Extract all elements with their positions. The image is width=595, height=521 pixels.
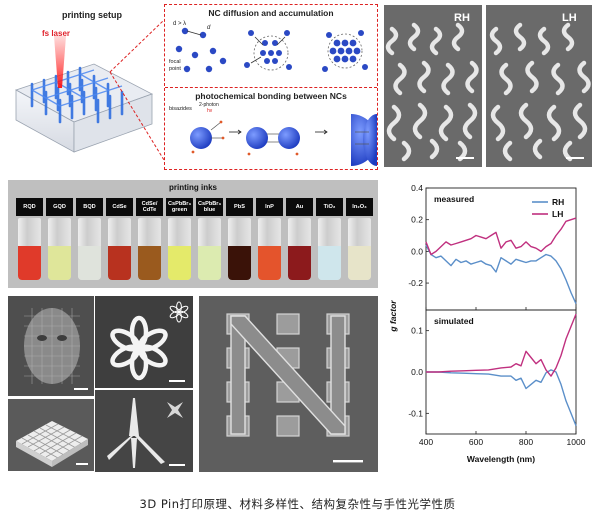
ink-vial-label: GQD <box>46 198 73 216</box>
hv-label: hν <box>207 108 213 114</box>
simulated-ytick-label: 0.1 <box>411 326 423 336</box>
nc-bonding-title: photochemical bonding between NCs <box>195 91 347 101</box>
figure-caption: 3D Pin打印原理、材料多样性、结构复杂性与手性光学性质 <box>139 497 456 511</box>
tetrapod-illustration <box>95 390 193 472</box>
nc-bonding-illustration: bisazides 2-photon hν <box>169 102 377 166</box>
d-label: d <box>207 25 211 31</box>
ink-vial-label: RQD <box>16 198 43 216</box>
rh-helix-array-illustration <box>384 5 482 167</box>
sem-woodpile-structure <box>8 399 94 471</box>
printing-setup-title: printing setup <box>62 10 122 20</box>
ink-vial: CdSe/ CdTe <box>136 194 163 284</box>
nc-diffusion-title: NC diffusion and accumulation <box>208 8 334 18</box>
vial-liquid <box>318 246 341 280</box>
vial-liquid <box>138 246 161 280</box>
ink-vial-label: InP <box>256 198 283 216</box>
sem-face-structure <box>8 296 94 396</box>
legend-rh-label: RH <box>552 197 564 207</box>
ink-vial-label: BQD <box>76 198 103 216</box>
vial-liquid <box>198 246 221 280</box>
measured-ytick-label: -0.2 <box>408 278 423 288</box>
ink-vial-label: Au <box>286 198 313 216</box>
laser-beam <box>54 36 66 88</box>
ink-vial-label: CdSe <box>106 198 133 216</box>
printing-inks-title: printing inks <box>169 183 217 192</box>
point-label: point <box>169 66 181 72</box>
ink-vial-label: CsPbBr₃ blue <box>196 198 223 216</box>
vial-liquid <box>18 246 41 280</box>
xtick-label: 1000 <box>567 437 586 447</box>
sem-tetrapod-structure <box>95 390 193 472</box>
ink-vial: InP <box>256 194 283 284</box>
ink-vial: CdSe <box>106 194 133 284</box>
lh-helix-array-illustration <box>486 5 592 167</box>
ink-vial-label: PbS <box>226 198 253 216</box>
measured-series-lh <box>425 217 577 256</box>
face-lattice-illustration <box>8 296 94 396</box>
vial-liquid <box>348 246 371 280</box>
ink-vial: TiO₂ <box>316 194 343 284</box>
fs-laser-label: fs laser <box>42 29 71 38</box>
ink-vial: RQD <box>16 194 43 284</box>
vial-liquid <box>48 246 71 280</box>
vial-liquid <box>78 246 101 280</box>
vial-liquid <box>258 246 281 280</box>
two-photon-label: 2-photon <box>199 102 219 108</box>
vial-liquid <box>108 246 131 280</box>
focal-label: focal <box>169 59 181 65</box>
lh-label: LH <box>562 12 577 24</box>
sem-n-letter-structure <box>199 296 378 472</box>
ink-vial-label: CsPbBr₃ green <box>166 198 193 216</box>
xtick-label: 800 <box>519 437 533 447</box>
ink-vial-label: TiO₂ <box>316 198 343 216</box>
flower-illustration <box>95 296 193 388</box>
simulated-series-rh <box>426 369 577 426</box>
simulated-series-lh <box>426 313 577 377</box>
d-gt-lambda-label: d > λ <box>173 21 186 27</box>
sem-rh-image: RH <box>384 5 482 167</box>
nc-schematic-panel: NC diffusion and accumulation <box>164 4 378 170</box>
nc-diffusion-section: NC diffusion and accumulation <box>165 5 377 85</box>
xtick-label: 600 <box>469 437 483 447</box>
g-factor-chart-svg: -0.2 0.0 0.2 0.4 -0.1 0.0 0.1 400 600 800 1000 mea… <box>388 183 586 464</box>
x-axis-label: Wavelength (nm) <box>467 454 535 464</box>
measured-ytick-label: 0.2 <box>411 215 423 225</box>
simulated-ytick-label: 0.0 <box>411 367 423 377</box>
y-axis-label: g factor <box>388 300 398 333</box>
simulated-title: simulated <box>434 316 474 326</box>
ink-vial-label: In₂O₃ <box>346 198 373 216</box>
ink-vial-label: CdSe/ CdTe <box>136 198 163 216</box>
legend-lh-label: LH <box>552 209 563 219</box>
vial-liquid <box>168 246 191 280</box>
measured-ytick-label: 0.0 <box>411 246 423 256</box>
ink-vial: GQD <box>46 194 73 284</box>
ink-vial: CsPbBr₃ blue <box>196 194 223 284</box>
measured-ytick-label: 0.4 <box>411 183 423 193</box>
simulated-ytick-label: -0.1 <box>408 408 423 418</box>
ink-vial: Au <box>286 194 313 284</box>
ink-vial: CsPbBr₃ green <box>166 194 193 284</box>
measured-series-rh <box>425 244 577 304</box>
ink-vial: In₂O₃ <box>346 194 373 284</box>
rh-label: RH <box>454 12 470 24</box>
nc-diffusion-illustration: d > λ d focal point <box>169 21 368 73</box>
chart-marks: -0.2 0.0 0.2 0.4 -0.1 0.0 0.1 400 600 800 1000 <box>408 183 585 447</box>
ink-vial: BQD <box>76 194 103 284</box>
ink-vial: PbS <box>226 194 253 284</box>
nc-bonding-section: photochemical bonding between NCs bisa <box>165 87 377 169</box>
bisazides-label: bisazides <box>169 106 192 112</box>
g-factor-charts: -0.2 0.0 0.2 0.4 -0.1 0.0 0.1 400 600 800 1000 mea… <box>382 180 594 478</box>
vial-liquid <box>288 246 311 280</box>
sem-lh-image: LH <box>486 5 592 167</box>
xtick-label: 400 <box>419 437 433 447</box>
woodpile-illustration <box>8 399 94 471</box>
n-letter-illustration <box>199 296 378 472</box>
vial-liquid <box>228 246 251 280</box>
measured-title: measured <box>434 194 474 204</box>
sem-flower-structure <box>95 296 193 388</box>
